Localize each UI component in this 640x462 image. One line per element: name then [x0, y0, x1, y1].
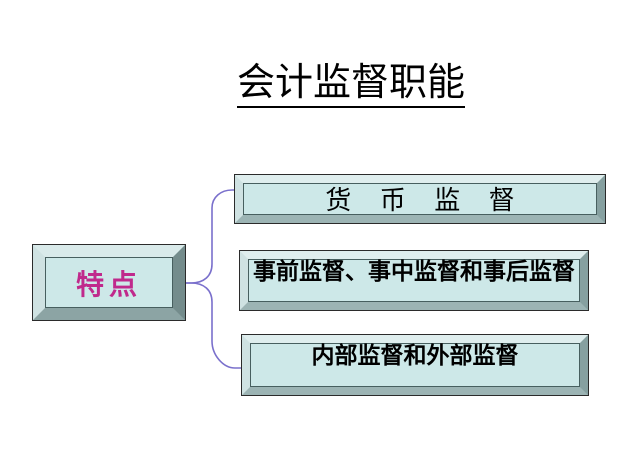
- feature-box: 特点: [32, 244, 186, 321]
- feature-box-label: 特点: [75, 269, 142, 301]
- branch-box-currency-supervision: 货 币 监 督: [234, 174, 606, 224]
- connector-bottom-curve: [184, 282, 245, 369]
- branch-box-stage-label: 事前监督、事中监督和事后监督: [253, 259, 575, 284]
- slide-title: 会计监督职能: [237, 62, 466, 108]
- branch-box-stage-supervision: 事前监督、事中监督和事后监督: [239, 250, 589, 311]
- branch-box-internal-external-label: 内部监督和外部监督: [311, 343, 519, 368]
- branch-box-currency-label: 货 币 监 督: [325, 186, 515, 216]
- branch-box-internal-external-supervision: 内部监督和外部监督: [241, 334, 589, 396]
- connector-top-curve: [184, 189, 238, 284]
